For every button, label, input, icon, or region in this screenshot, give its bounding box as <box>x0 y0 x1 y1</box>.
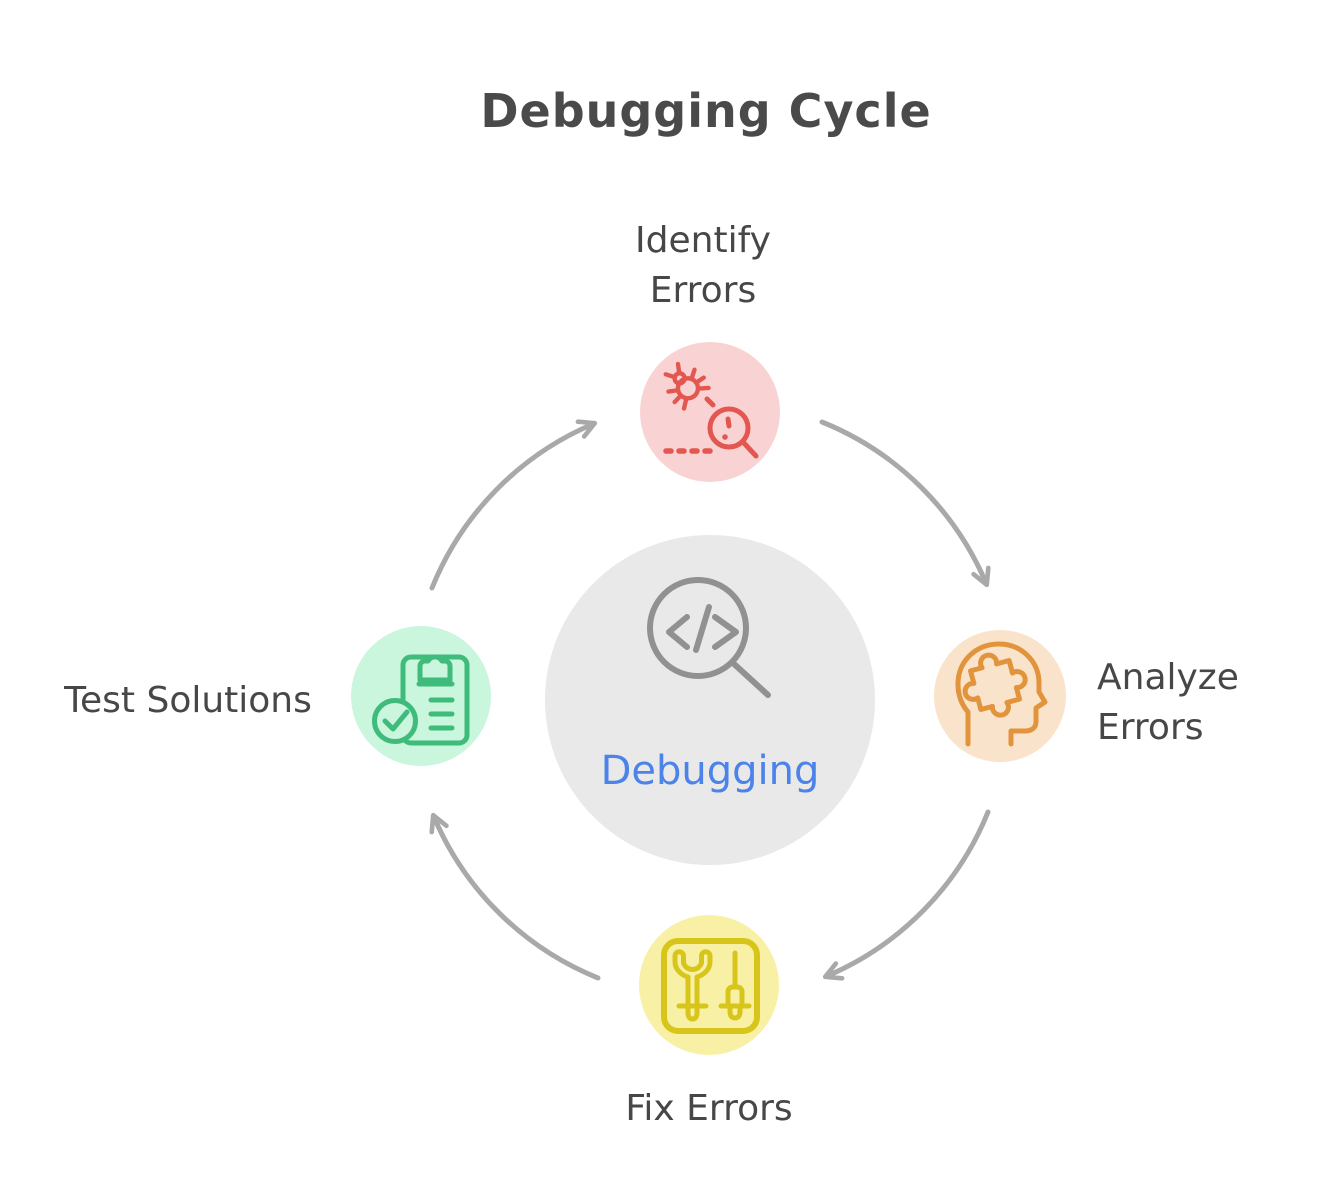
identify-errors-node <box>640 342 780 482</box>
step-label-test-solutions: Test Solutions <box>64 680 312 721</box>
bug-magnifier-icon <box>663 361 759 459</box>
analyze-errors-node <box>934 630 1066 762</box>
step-label-identify-errors: Identify Errors <box>635 220 771 311</box>
center-label: Debugging <box>600 748 820 794</box>
arrow-test-to-identify <box>429 419 598 591</box>
center-hub <box>545 535 875 865</box>
center-circle <box>545 535 875 865</box>
clipboard-check-icon <box>372 654 470 746</box>
identify-errors-circle <box>640 342 780 482</box>
diagram-title: Debugging Cycle <box>480 84 932 138</box>
arrow-analyze-to-fix <box>822 809 991 981</box>
fix-errors-circle <box>639 915 779 1055</box>
arrow-fix-to-test <box>429 812 601 981</box>
step-label-analyze-errors: Analyze Errors <box>1097 657 1239 748</box>
head-puzzle-icon <box>955 641 1048 747</box>
test-solutions-node <box>351 626 491 766</box>
code-magnifier-icon <box>647 577 771 698</box>
step-label-fix-errors: Fix Errors <box>625 1088 793 1129</box>
arrow-identify-to-analyze <box>819 419 991 588</box>
wrench-screwdriver-icon <box>661 938 760 1034</box>
fix-errors-node <box>639 915 779 1055</box>
cycle-arrows <box>429 419 991 981</box>
analyze-errors-circle <box>934 630 1066 762</box>
